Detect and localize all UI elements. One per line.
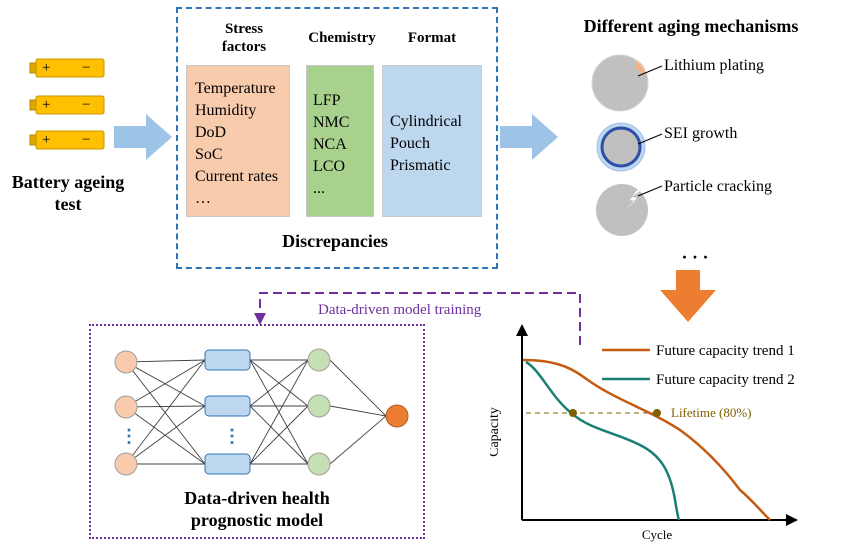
- more-mechanisms: · · ·: [681, 247, 709, 267]
- hidden-layer-circles: [307, 348, 331, 476]
- stress-factor-item: Humidity: [195, 102, 257, 119]
- lifetime-point-trend-1: [653, 409, 661, 417]
- battery-minus-1: −: [82, 60, 91, 76]
- stress-factor-item: DoD: [195, 124, 227, 141]
- stress-factor-item: Temperature: [195, 80, 276, 97]
- battery-minus-3: −: [82, 132, 91, 148]
- mechanisms-title: Different aging mechanisms: [583, 16, 799, 36]
- chemistry-item: NMC: [313, 114, 350, 131]
- chemistry-title: Chemistry: [308, 30, 376, 46]
- battery-stack-icon: [29, 58, 105, 150]
- x-axis-arrow-icon: [786, 514, 798, 526]
- battery-plus-1: +: [42, 60, 51, 76]
- battery-minus-2: −: [82, 97, 91, 113]
- battery-icon: [29, 58, 105, 78]
- battery-icons: [28, 58, 108, 158]
- chemistry-item: NCA: [313, 136, 347, 153]
- training-label: Data-driven model training: [318, 302, 482, 318]
- battery-test-label: Battery ageing test: [0, 171, 136, 215]
- chemistry-panel: LFP NMC NCA LCO ...: [306, 65, 374, 217]
- stress-factors-title: Stress factors: [221, 21, 267, 55]
- y-axis-label: Capacity: [490, 407, 502, 457]
- training-path: [254, 292, 581, 345]
- battery-icon: [29, 130, 105, 150]
- legend-label-trend-2: Future capacity trend 2: [656, 372, 795, 388]
- sei-growth-icon: [596, 122, 646, 172]
- stress-factor-item: Current rates: [195, 168, 279, 185]
- model-title-line2: prognostic model: [190, 510, 324, 530]
- format-panel: Cylindrical Pouch Prismatic: [382, 65, 482, 217]
- stress-factor-item: …: [195, 190, 211, 207]
- discrepancies-title: Discrepancies: [282, 231, 388, 251]
- nn-ellipsis-hidden: ⋮: [223, 426, 241, 446]
- battery-plus-2: +: [42, 97, 51, 113]
- model-box: [89, 324, 425, 539]
- battery-test-label-line2: test: [54, 194, 82, 214]
- mechanism-label-cracking: Particle cracking: [664, 178, 772, 195]
- mechanism-label-plating: Lithium plating: [664, 57, 764, 74]
- down-arrow-icon: [660, 270, 716, 322]
- lifetime-point-trend-2: [569, 409, 577, 417]
- capacity-chart: Capacity Cycle Lifetime (80%) Future cap…: [490, 324, 798, 542]
- format-item: Pouch: [390, 135, 430, 152]
- stress-factors-panel: Temperature Humidity DoD SoC Current rat…: [186, 65, 290, 217]
- particle-cracking-icon: [596, 184, 648, 236]
- chemistry-item: LCO: [313, 158, 345, 175]
- stress-factor-item: SoC: [195, 146, 223, 163]
- right-arrow-icon: [500, 114, 558, 160]
- format-item: Prismatic: [390, 157, 451, 174]
- model-title-line1: Data-driven health: [184, 488, 330, 508]
- battery-test-label-line1: Battery ageing: [11, 172, 125, 192]
- battery-icon: [29, 95, 105, 115]
- right-arrow-icon: [114, 114, 172, 160]
- mechanism-illustrations: [591, 54, 649, 236]
- series-line-trend-2: [525, 360, 681, 521]
- mechanism-label-sei: SEI growth: [664, 125, 738, 142]
- format-item: Cylindrical: [390, 113, 462, 130]
- model-title: Data-driven health prognostic model: [89, 487, 425, 531]
- y-axis-arrow-icon: [516, 324, 528, 336]
- x-axis-label: Cycle: [642, 527, 673, 542]
- lifetime-label: Lifetime (80%): [671, 405, 752, 420]
- legend-label-trend-1: Future capacity trend 1: [656, 343, 795, 359]
- format-title: Format: [407, 30, 457, 46]
- chemistry-item: ...: [313, 180, 325, 197]
- battery-plus-3: +: [42, 132, 51, 148]
- neural-network-diagram: [114, 348, 409, 476]
- input-layer: [114, 350, 138, 476]
- output-node: [385, 404, 409, 428]
- series-line-trend-1: [522, 358, 771, 521]
- hidden-layer-rect: [204, 349, 251, 475]
- discrepancies-box: [176, 7, 498, 269]
- nn-ellipsis-input: ⋮: [120, 426, 138, 446]
- chemistry-item: LFP: [313, 92, 341, 109]
- mechanism-leader-lines: [637, 65, 663, 197]
- network-connections: [125, 359, 387, 465]
